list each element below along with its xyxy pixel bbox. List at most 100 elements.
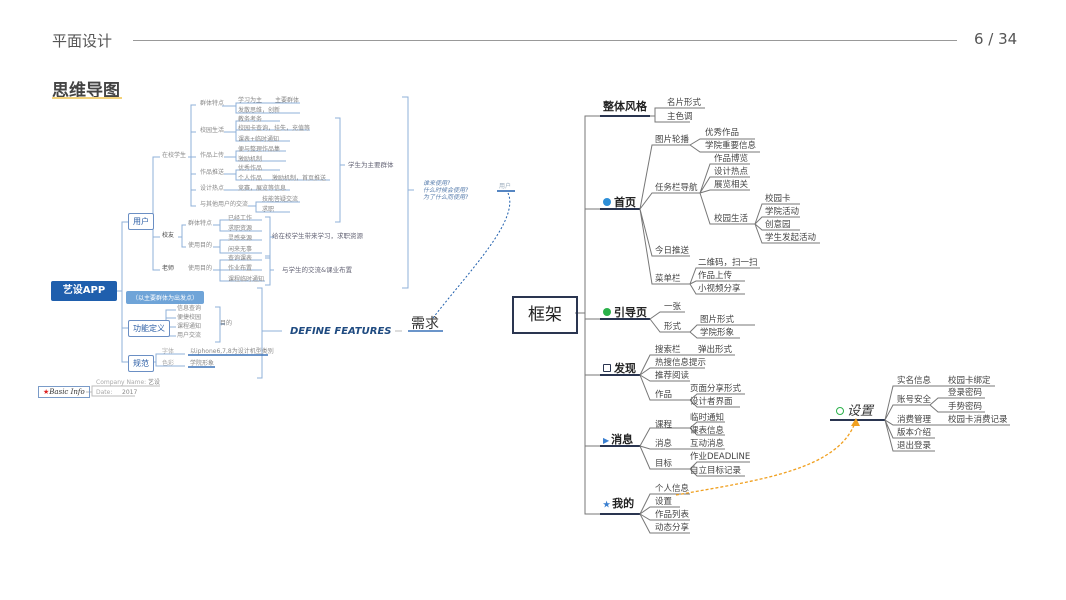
node: 消息 [655,439,673,449]
item: 课程通知 [177,323,202,330]
leaf: 图片形式 [700,315,735,325]
item: 查询课表 [228,255,253,262]
leaf: 二维码，扫一扫 [698,258,758,268]
summary-alumni: 给在校学生带来学习，求职资源 [272,232,363,240]
leaf: 作品上传 [698,271,733,281]
root-node-app[interactable]: 艺设APP [51,281,117,301]
spec-label: 色彩 [162,360,175,367]
leaf: 作业DEADLINE [690,452,751,462]
node: 消费管理 [897,415,932,425]
item: 便捷校园 [177,314,202,321]
item: 竞赛，展览等信息 [238,185,287,192]
leaf: 校园卡消费记录 [948,415,1008,425]
item: 激励机制 [238,156,263,163]
branch-messages[interactable]: ▶消息 [603,434,633,445]
leaf: 校园卡 [765,194,791,204]
item: 课表+临时通知 [238,136,280,143]
node: 版本介绍 [897,428,932,438]
settings-label: 设置 [847,404,874,419]
branch-label: 首页 [614,196,636,209]
node: 形式 [664,322,682,332]
play-icon [836,406,844,415]
group-label: 群体特点 [200,100,225,107]
item: 作业布置 [228,265,253,272]
branch-home[interactable]: 首页 [603,197,636,208]
leaf: 创意园 [765,220,791,230]
info-label: Company Name: [96,379,147,386]
star-icon: ★ [43,388,50,396]
question-list: 谁来使用? 什么时候会使用? 为了什么而使用? [423,180,468,201]
question: 什么时候会使用? [423,187,469,194]
node: 一张 [664,302,682,312]
item: 校园卡查询，挂失，充值等 [238,125,311,132]
group-label: 与其他用户的交流 [200,201,249,208]
item: 便与整理作品集 [238,146,281,153]
item: 主要群体 [275,97,300,104]
node: 推荐阅读 [655,371,690,381]
item: 课程临时通知 [228,276,265,283]
item: 优秀作品 [238,165,263,172]
leaf: 页面分享形式 [690,384,742,394]
item: 灵感来源 [228,235,253,242]
leaf: 设计热点 [714,167,749,177]
item: 信息查询 [177,305,202,312]
info-value: 2017 [122,389,138,396]
node: 任务栏导航 [655,183,698,193]
branch-label: 引导页 [614,306,647,319]
node: 图片轮播 [655,135,690,145]
spec-value: 学院形象 [190,360,215,367]
leaf: 展览相关 [714,180,749,190]
item: 发散思维，创新 [238,107,281,114]
branch-overall-style[interactable]: 整体风格 [603,100,647,113]
group-label: 使用目的 [188,265,213,272]
node: 热搜信息提示 [655,358,707,368]
leaf: 弹出形式 [698,345,733,355]
item: 激励机制，首页推送 [272,175,327,182]
node: 菜单栏 [655,274,681,284]
info-label: Date: [96,389,113,396]
demand-node[interactable]: 需求 [411,316,439,332]
section-underline [52,97,122,99]
check-icon [603,308,611,316]
leaf: 小视频分享 [698,284,741,294]
node: 设置 [655,497,673,507]
node: 账号安全 [897,395,932,405]
node: 校园生活 [714,214,749,224]
image-icon [603,364,611,372]
item: 用户交流 [177,332,202,339]
section-title: 思维导图 [52,81,120,101]
spec-value: 以iphone6,7,8为设计机型类别 [190,348,274,355]
node-users[interactable]: 用户 [128,213,154,230]
branch-label: 我的 [612,497,635,510]
leaf: 学院重要信息 [705,141,757,151]
item: 求职 [262,206,275,213]
node-spec[interactable]: 规范 [128,355,154,372]
node: 作品列表 [655,510,690,520]
node: 实名信息 [897,376,932,386]
header-divider [133,40,957,41]
leaf: 临时通知 [690,413,725,423]
settings-node[interactable]: 设置 [836,400,873,419]
header-title: 平面设计 [52,32,113,50]
item: 闲来无事 [228,246,253,253]
branch-mine[interactable]: ★我的 [603,498,634,509]
group-label: 设计热点 [200,185,225,192]
leaf: 学生发起活动 [765,233,817,243]
framework-root[interactable]: 框架 [512,296,578,334]
leaf: 主色调 [667,112,693,122]
question-icon [603,198,611,206]
branch-label: 消息 [611,433,634,446]
branch-guide[interactable]: 引导页 [603,307,647,318]
node: 课程 [655,420,673,430]
leaf: 校园卡绑定 [948,376,991,386]
group-label: 作品上传 [200,152,225,159]
node: 退出登录 [897,441,932,451]
branch-discover[interactable]: 发现 [603,363,636,374]
node-alumni: 校友 [162,232,175,239]
summary-function: 目的 [220,320,233,327]
node-function-def[interactable]: 功能定义 [128,320,170,337]
node: 作品 [655,390,673,400]
leaf: 登录密码 [948,388,983,398]
info-value: 艺设 [148,379,161,386]
node: 动态分享 [655,523,690,533]
